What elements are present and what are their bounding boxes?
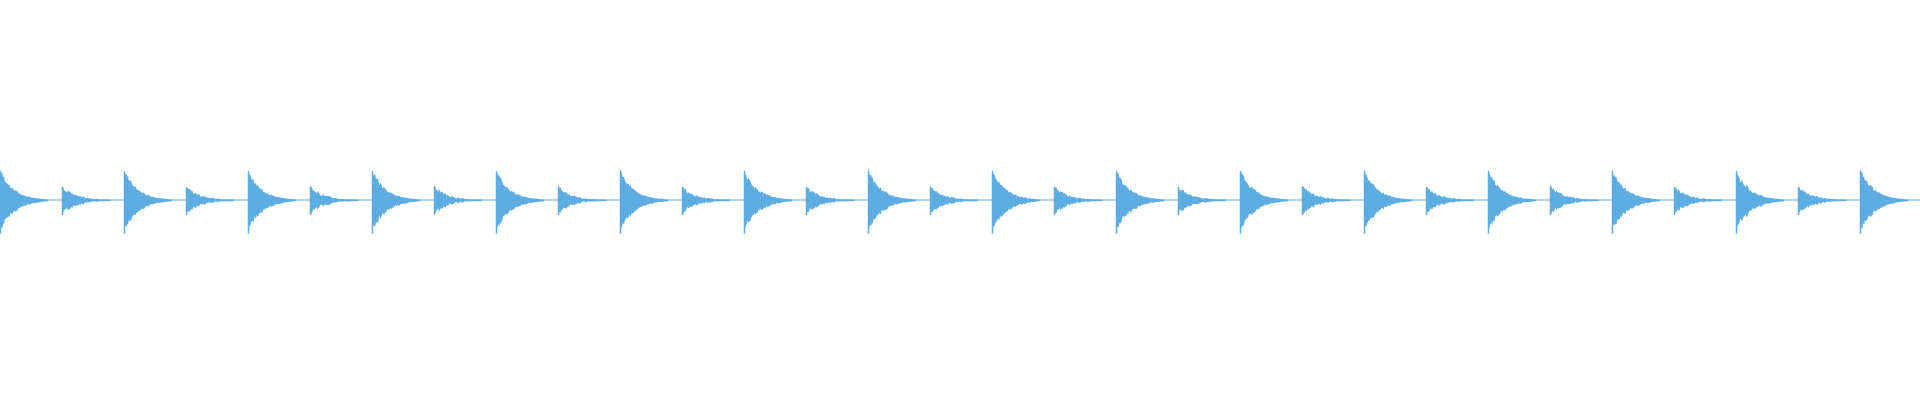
- waveform-hit: [185, 186, 248, 216]
- waveform-envelope: [372, 170, 420, 230]
- waveform-envelope: [1488, 169, 1536, 231]
- waveform-hit: [1425, 187, 1488, 216]
- waveform-envelope: [744, 169, 792, 231]
- waveform-hit: [1053, 185, 1116, 216]
- waveform-hit: [247, 169, 310, 234]
- waveform-envelope: [992, 169, 1040, 231]
- waveform-hit: [1177, 184, 1240, 216]
- waveform-envelope: [1612, 168, 1660, 232]
- waveform-envelope: [0, 170, 48, 230]
- waveform-hit: [1239, 170, 1302, 234]
- waveform-envelope: [620, 169, 668, 231]
- waveform-hit: [1797, 187, 1860, 216]
- waveform-hit: [309, 185, 372, 216]
- waveform-envelope: [558, 185, 606, 215]
- waveform-hit: [1859, 170, 1920, 234]
- waveform-hit: [1363, 169, 1426, 234]
- waveform-hit: [1115, 171, 1178, 234]
- waveform-envelope: [186, 186, 234, 214]
- waveform-envelope: [310, 185, 358, 215]
- waveform-hit: [929, 184, 992, 216]
- waveform-envelope: [1116, 171, 1164, 229]
- waveform-hit: [557, 185, 620, 216]
- waveform-hit: [805, 187, 868, 216]
- waveform-hit: [743, 169, 806, 234]
- waveform-hit: [61, 186, 124, 216]
- waveform-envelope: [1674, 187, 1722, 213]
- waveform-hit: [991, 169, 1054, 234]
- waveform-envelope: [1364, 169, 1412, 231]
- waveform-envelope: [1054, 185, 1102, 215]
- waveform-envelope: [1860, 170, 1908, 230]
- waveform-hit: [1487, 169, 1550, 234]
- waveform-envelope: [1736, 170, 1784, 230]
- waveform-hit: [619, 169, 682, 234]
- waveform-envelope: [1426, 187, 1474, 213]
- waveform-hit: [123, 171, 186, 234]
- waveform-hit: [1549, 184, 1612, 216]
- waveform-hit: [0, 170, 62, 234]
- waveform-envelope: [62, 186, 110, 214]
- waveform-envelope: [806, 187, 854, 213]
- waveform-hit: [371, 170, 434, 234]
- waveform-envelope: [682, 185, 730, 215]
- waveform-envelope: [868, 167, 916, 233]
- waveform-hit: [867, 167, 930, 234]
- waveform-hit: [1673, 187, 1736, 216]
- waveform-hit: [495, 171, 558, 234]
- waveform-hit: [1735, 170, 1798, 234]
- waveform-envelope: [1550, 184, 1598, 216]
- waveform-envelope: [1302, 185, 1350, 215]
- waveform-envelope: [1240, 170, 1288, 230]
- waveform-hit: [1301, 185, 1364, 216]
- waveform-hit: [1611, 168, 1674, 234]
- waveform-envelope: [1178, 184, 1226, 216]
- waveform-hit: [681, 185, 744, 216]
- waveform-envelope: [1798, 187, 1846, 213]
- waveform-hit: [433, 185, 496, 216]
- waveform-envelope: [248, 169, 296, 231]
- waveform-envelope: [124, 171, 172, 229]
- waveform-envelope: [930, 184, 978, 216]
- waveform-envelope: [496, 171, 544, 229]
- waveform-envelope: [434, 185, 482, 215]
